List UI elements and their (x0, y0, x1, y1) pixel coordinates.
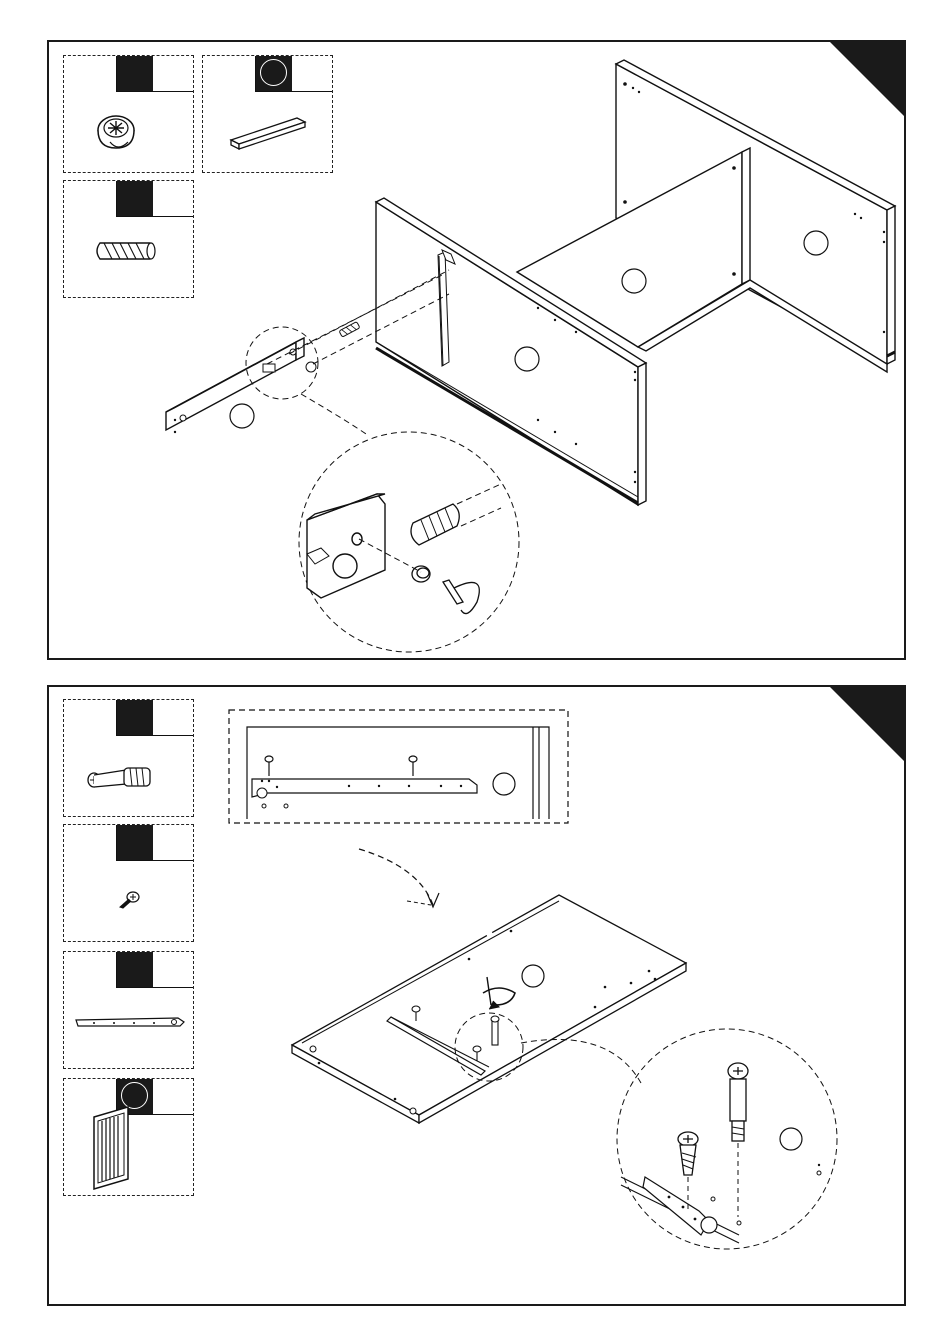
assembly-step-2-panel (47, 685, 906, 1306)
step-2-illustration (49, 687, 908, 1308)
runner-side-view (252, 779, 477, 797)
assembly-step-1-panel (47, 40, 906, 660)
step-1-illustration (49, 42, 908, 662)
